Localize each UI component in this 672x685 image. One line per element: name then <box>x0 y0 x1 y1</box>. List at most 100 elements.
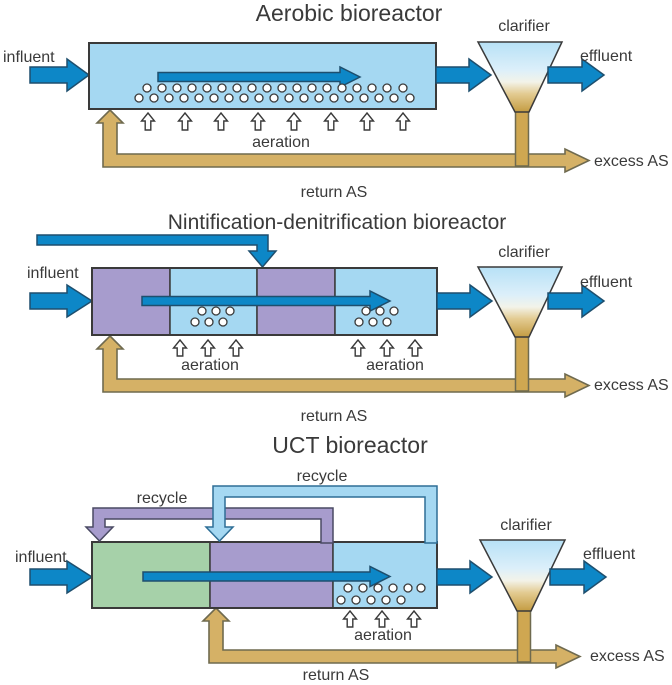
aeration-arrow-icon <box>177 111 193 131</box>
bubble <box>157 83 167 93</box>
bubble <box>416 583 426 593</box>
aeration-label: aeration <box>354 627 412 644</box>
bubbles-row <box>336 583 426 605</box>
bubble <box>172 83 182 93</box>
bubble <box>197 306 207 316</box>
bubble <box>352 83 362 93</box>
bubble <box>344 93 354 103</box>
bubble <box>405 93 415 103</box>
aeration-arrow-icon <box>350 338 366 357</box>
bubbles-row <box>190 306 235 327</box>
clarifier-stem <box>514 105 530 167</box>
influent-arrow <box>29 57 91 93</box>
effluent-arrow <box>547 283 606 319</box>
section-aerobic: Aerobic bioreactor influent clarifier ef… <box>3 0 669 201</box>
aeration-arrow-icon <box>374 609 390 628</box>
bubble <box>358 583 368 593</box>
clarifier-label: clarifier <box>500 517 552 534</box>
aeration-arrow-icon <box>250 111 266 131</box>
tank-to-clarifier-arrow <box>436 283 494 319</box>
aeration-arrows <box>172 338 244 357</box>
flow-arrow <box>157 65 362 89</box>
influent-label: influent <box>3 49 55 66</box>
aeration-label: aeration <box>252 134 310 151</box>
bubble <box>314 93 324 103</box>
aeration-label: aeration <box>366 357 424 374</box>
section-nitrification-denitrification: Nintification-denitrification bioreactor… <box>27 211 669 425</box>
recycle-loop-anoxic <box>84 507 334 544</box>
aeration-arrow-icon <box>379 338 395 357</box>
bubble <box>381 595 391 605</box>
bubble <box>209 93 219 103</box>
bubble <box>247 83 257 93</box>
aeration-arrow-icon <box>286 111 302 131</box>
bubble <box>164 93 174 103</box>
bubble <box>187 83 197 93</box>
clarifier-label: clarifier <box>498 18 550 35</box>
bubble <box>142 83 152 93</box>
aeration-arrow-icon <box>395 111 411 131</box>
bubble <box>398 83 408 93</box>
aeration-arrows <box>342 609 422 628</box>
bubble <box>218 317 228 327</box>
bubble <box>194 93 204 103</box>
effluent-label: effluent <box>583 546 636 563</box>
return-sludge-label: return AS <box>301 408 368 425</box>
bubble <box>382 83 392 93</box>
clarifier-stem <box>516 608 532 663</box>
bubble <box>403 583 413 593</box>
bubble <box>366 595 376 605</box>
bubble <box>179 93 189 103</box>
recycle-loop-aerated <box>204 485 438 544</box>
section-title: UCT bioreactor <box>272 432 428 458</box>
bubble <box>307 83 317 93</box>
effluent-arrow <box>547 57 606 93</box>
bubble <box>337 83 347 93</box>
aeration-arrow-icon <box>359 111 375 131</box>
bubble <box>368 317 378 327</box>
clarifier-label: clarifier <box>498 244 550 261</box>
aeration-arrow-icon <box>407 338 423 357</box>
bubbles-row <box>134 83 415 103</box>
bubble <box>382 317 392 327</box>
bubble <box>269 93 279 103</box>
bubble <box>389 93 399 103</box>
bubble <box>225 306 235 316</box>
recycle-label-outer: recycle <box>297 468 348 485</box>
aeration-arrow-icon <box>342 609 358 628</box>
bubble <box>374 93 384 103</box>
aeration-arrow-icon <box>172 338 188 357</box>
tank-to-clarifier-arrow <box>435 57 493 93</box>
recycle-label-inner: recycle <box>137 490 188 507</box>
section-uct: UCT bioreactor recycle recycle influent … <box>15 432 665 684</box>
bubble <box>232 83 242 93</box>
bubble <box>389 306 399 316</box>
aeration-arrow-icon <box>200 338 216 357</box>
bubble <box>329 93 339 103</box>
bubble <box>361 306 371 316</box>
aeration-arrow-icon <box>213 111 229 131</box>
bubble <box>254 93 264 103</box>
bubble <box>343 583 353 593</box>
aeration-arrows <box>350 338 423 357</box>
bubble <box>367 83 377 93</box>
section-title: Nintification-denitrification bioreactor <box>168 211 507 234</box>
return-sludge-label: return AS <box>301 184 368 201</box>
aeration-arrow-icon <box>323 111 339 131</box>
bubble <box>373 583 383 593</box>
bubble <box>149 93 159 103</box>
bubble <box>354 317 364 327</box>
section-title: Aerobic bioreactor <box>256 0 443 26</box>
influent-label: influent <box>27 265 79 282</box>
aeration-arrow-icon <box>228 338 244 357</box>
bubble <box>204 317 214 327</box>
bubble <box>388 583 398 593</box>
clarifier-funnel <box>478 539 567 612</box>
bubble <box>299 93 309 103</box>
bubble <box>277 83 287 93</box>
return-sludge-loop <box>201 606 582 670</box>
bubble <box>351 595 361 605</box>
bubble <box>284 93 294 103</box>
